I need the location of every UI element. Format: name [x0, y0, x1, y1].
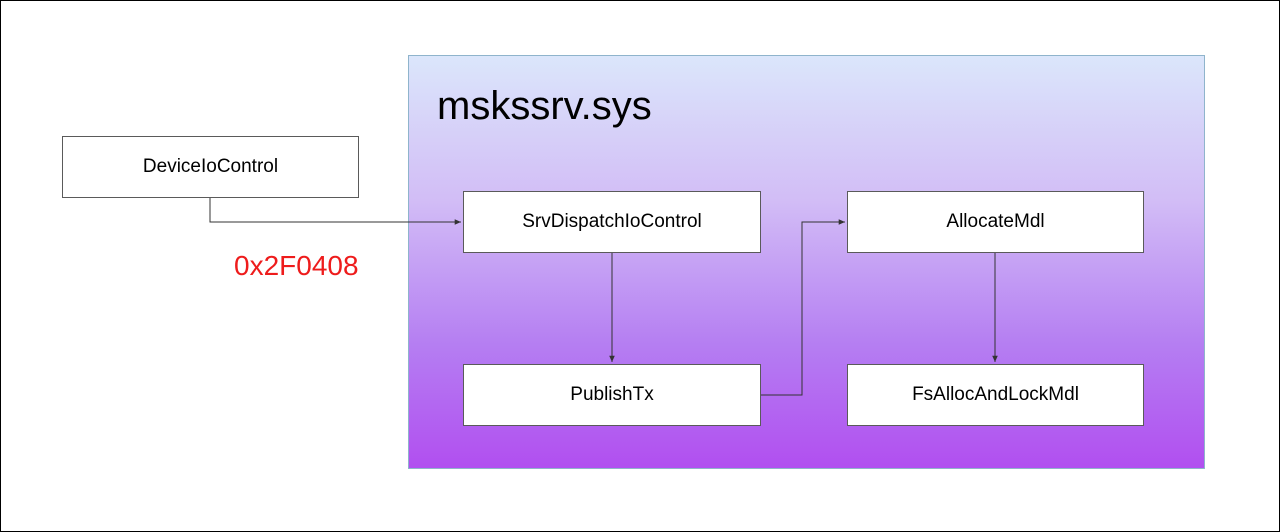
- node-allocate-mdl: AllocateMdl: [847, 191, 1144, 253]
- node-fs-alloc-and-lock-mdl: FsAllocAndLockMdl: [847, 364, 1144, 426]
- edge-publishtx-to-allocatemdl: [761, 219, 845, 396]
- node-publish-tx: PublishTx: [463, 364, 761, 426]
- node-srv-dispatch-io-control: SrvDispatchIoControl: [463, 191, 761, 253]
- ioctl-code-label: 0x2F0408: [234, 250, 359, 281]
- module-title: mskssrv.sys: [437, 84, 652, 128]
- node-device-io-control: DeviceIoControl: [62, 136, 359, 198]
- edge-deviceiocontrol-to-srvdispatchiocontrol: [209, 198, 461, 225]
